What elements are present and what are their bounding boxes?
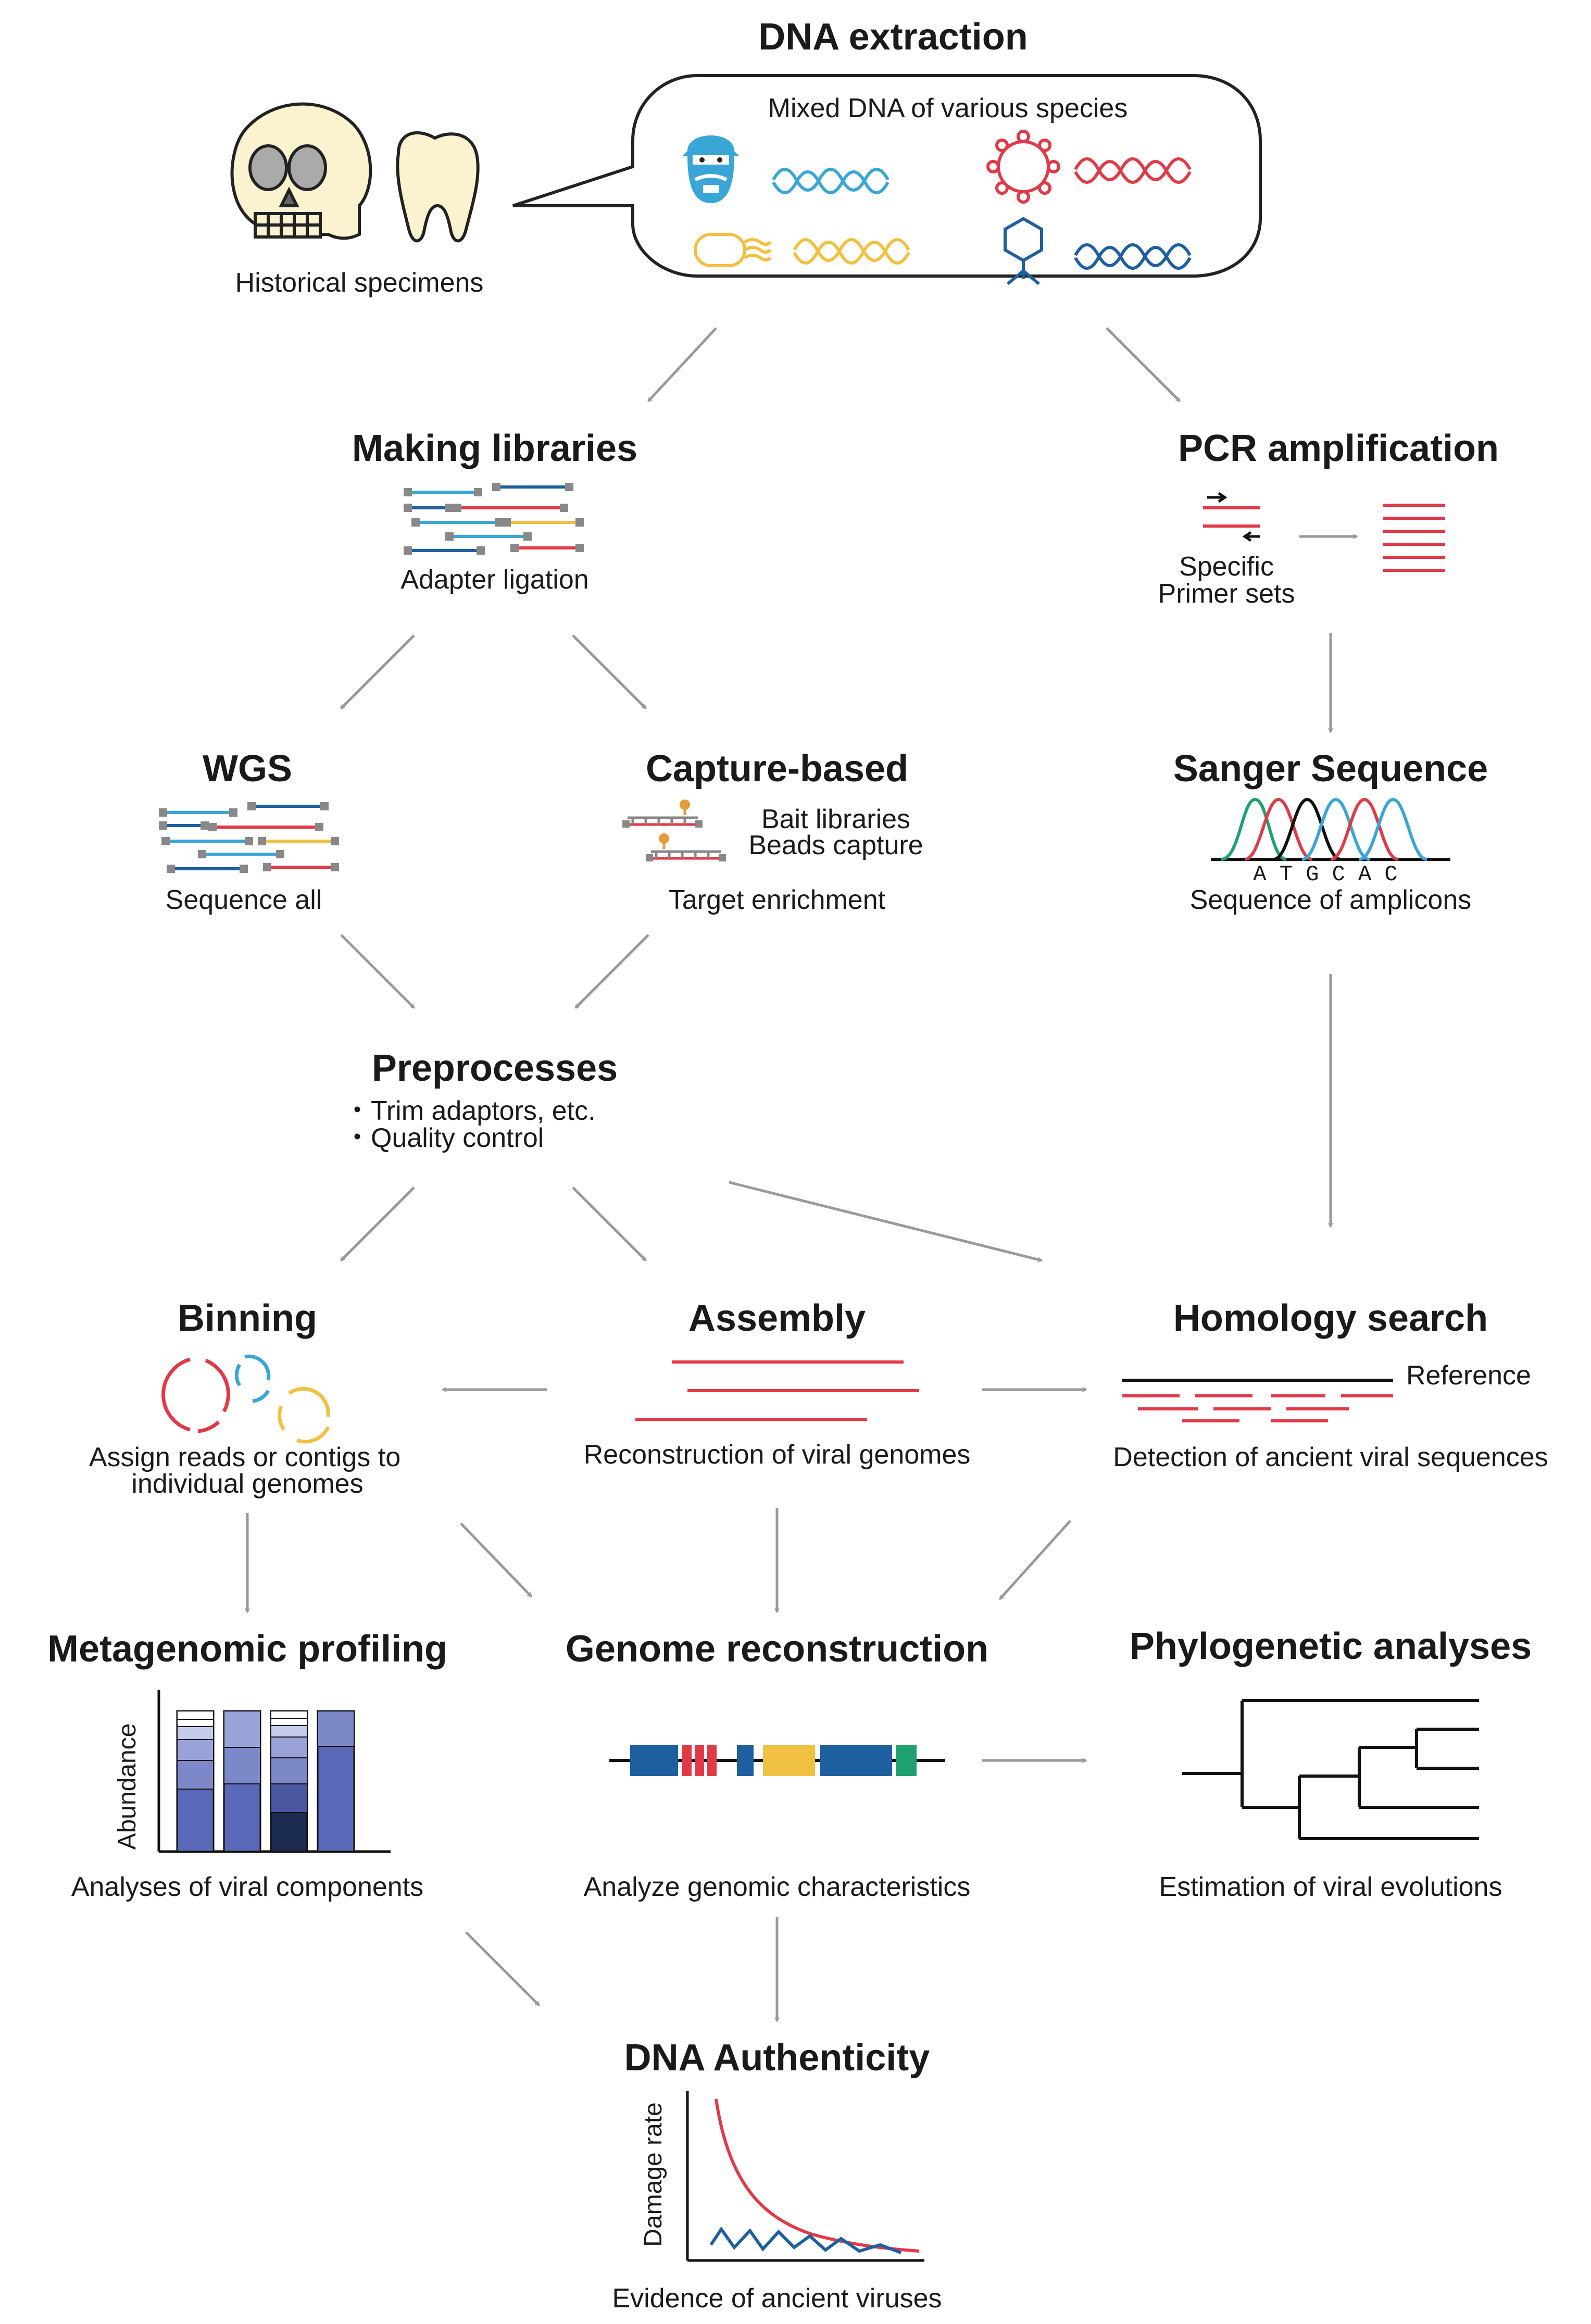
dna-extraction-title: DNA extraction [758, 16, 1028, 58]
dna-strand-cyan [772, 168, 890, 194]
phylogenetic-tree-icon [1182, 1699, 1479, 1840]
damage-curve-blue [709, 2226, 902, 2254]
arrow-preprocesses-to-binning [340, 1186, 415, 1261]
capture-line2: Beads capture [748, 830, 923, 860]
wgs-title: WGS [203, 748, 292, 790]
skull-icon [230, 102, 372, 240]
genome-title: Genome reconstruction [566, 1628, 988, 1670]
pcr-caption-line2: Primer sets [1158, 579, 1295, 609]
libraries-caption: Adapter ligation [400, 565, 588, 595]
preprocesses-item1: ・Trim adaptors, etc. [344, 1096, 596, 1126]
bins-icon [161, 1354, 330, 1444]
binning-title: Binning [178, 1297, 317, 1339]
damage-rate-chart [686, 2091, 924, 2262]
assembly-title: Assembly [688, 1297, 866, 1339]
homology-caption: Detection of ancient viral sequences [1113, 1442, 1548, 1472]
dna-strand-yellow [793, 238, 910, 265]
alignment-icon [1122, 1379, 1393, 1422]
phage-icon [1004, 217, 1043, 285]
sanger-title: Sanger Sequence [1173, 748, 1488, 790]
authenticity-ylabel: Damage rate [640, 2102, 667, 2246]
pcr-caption-line1: Specific [1179, 552, 1274, 582]
homology-reference: Reference [1406, 1360, 1531, 1391]
homology-title: Homology search [1173, 1297, 1488, 1339]
wgs-reads-icon [159, 802, 339, 873]
capture-caption: Target enrichment [669, 885, 886, 915]
arrow-extraction-to-libraries [647, 327, 717, 401]
capture-line1: Bait libraries [761, 804, 910, 834]
preprocesses-item2: ・Quality control [344, 1123, 544, 1153]
arrow-binning-to-genome [460, 1522, 532, 1597]
binning-caption-line2: individual genomes [131, 1469, 363, 1499]
assembly-caption: Reconstruction of viral genomes [584, 1440, 971, 1470]
pcr-title: PCR amplification [1178, 428, 1499, 469]
wgs-caption: Sequence all [166, 885, 322, 915]
genome-map-icon [609, 1745, 945, 1776]
dna-strand-blue [1074, 243, 1192, 270]
chromatogram-icon [1211, 797, 1450, 861]
arrow-libraries-to-capture [572, 634, 647, 709]
libraries-title: Making libraries [352, 428, 637, 469]
genome-caption: Analyze genomic characteristics [584, 1872, 971, 1902]
bait-capture-icon [622, 799, 726, 861]
arrow-metagenomic-to-authenticity [465, 1931, 540, 2006]
human-icon [682, 135, 740, 203]
amplicons-icon [1383, 504, 1445, 572]
arrow-preprocesses-to-homology [729, 1181, 1042, 1260]
metagenomic-title: Metagenomic profiling [47, 1628, 447, 1670]
authenticity-caption: Evidence of ancient viruses [612, 2283, 942, 2314]
specimens-label: Historical specimens [235, 268, 484, 298]
abundance-bar-chart [157, 1690, 391, 1853]
arrow-wgs-to-preprocesses [340, 934, 415, 1009]
phylogenetic-title: Phylogenetic analyses [1130, 1626, 1532, 1667]
binning-caption-line1: Assign reads or contigs to [89, 1442, 400, 1472]
damage-curve-red [715, 2098, 920, 2253]
bacterium-icon [694, 233, 772, 267]
adapter-reads-icon [404, 483, 584, 555]
virus-icon [986, 130, 1060, 204]
preprocesses-title: Preprocesses [372, 1047, 618, 1089]
phylogenetic-caption: Estimation of viral evolutions [1159, 1872, 1502, 1902]
sanger-caption: Sequence of amplicons [1190, 885, 1472, 915]
dna-strand-red [1074, 157, 1192, 184]
primer-icon [1203, 492, 1260, 542]
metagenomic-caption: Analyses of viral components [71, 1872, 423, 1902]
contigs-icon [635, 1360, 919, 1421]
arrow-homology-to-genome [999, 1520, 1071, 1599]
arrow-capture-to-preprocesses [574, 934, 649, 1009]
arrow-libraries-to-wgs [340, 634, 415, 709]
tooth-icon [396, 131, 480, 243]
metagenomic-ylabel: Abundance [114, 1723, 141, 1850]
arrow-preprocesses-to-assembly [572, 1186, 647, 1261]
authenticity-title: DNA Authenticity [624, 2037, 930, 2079]
arrow-extraction-to-pcr [1106, 327, 1181, 402]
bubble-label: Mixed DNA of various species [768, 93, 1128, 123]
capture-title: Capture-based [646, 748, 908, 790]
sanger-bases: A T G C A C [1253, 862, 1397, 887]
